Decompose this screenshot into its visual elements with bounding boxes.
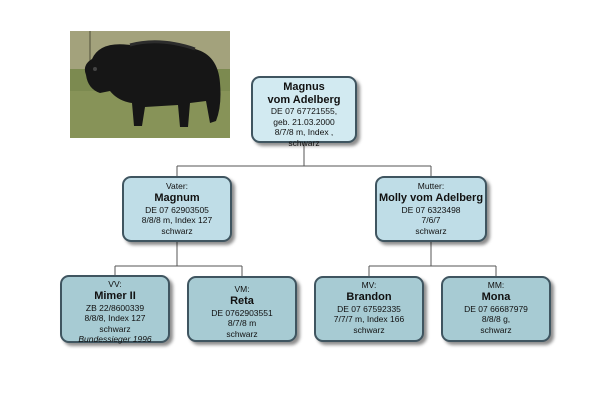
vm-label: VM: — [234, 284, 250, 294]
mm-name: Mona — [481, 290, 511, 303]
root-detail: geb. 21.03.2000 — [273, 116, 335, 127]
mother-detail: schwarz — [415, 225, 447, 236]
mm-detail: DE 07 66687979 — [464, 303, 528, 314]
father-name: Magnum — [154, 191, 200, 204]
root-name-line1: Magnus — [283, 81, 325, 93]
bull-photo-icon — [70, 31, 230, 138]
vv-label: VV: — [108, 279, 122, 289]
vm-detail: schwarz — [226, 328, 258, 339]
mm-detail: 8/8/8 g, — [481, 314, 511, 324]
mv-detail: schwarz — [353, 324, 385, 335]
mother-detail: DE 07 6323498 — [401, 204, 461, 215]
vv-name: Mimer II — [94, 289, 136, 302]
mother-label: Mutter: — [417, 181, 445, 191]
vm-detail: 8/7/8 m — [227, 318, 257, 328]
root-detail: 8/7/8 m, Index , — [274, 127, 334, 137]
node-father: Vater: Magnum DE 07 62903505 8/8/8 m, In… — [122, 176, 232, 242]
node-root-magnus: Magnus vom Adelberg DE 07 67721555, geb.… — [251, 76, 357, 148]
father-detail: DE 07 62903505 — [145, 204, 209, 215]
mv-detail: DE 07 67592335 — [337, 303, 401, 314]
father-detail: schwarz — [161, 225, 193, 236]
vv-award-note: Bundessieger 1996 — [78, 334, 152, 344]
mm-label: MM: — [487, 280, 505, 290]
bull-photo — [70, 31, 230, 138]
mother-name: Molly vom Adelberg — [378, 191, 484, 204]
node-paternal-grandfather: VV: Mimer II ZB 22/8600339 8/8/8, Index … — [60, 275, 170, 344]
mv-detail: 7/7/7 m, Index 166 — [333, 314, 405, 324]
node-paternal-grandmother: VM: Reta DE 0762903551 8/7/8 m schwarz — [187, 276, 297, 342]
root-detail: DE 07 67721555, — [270, 106, 338, 116]
father-detail: 8/8/8 m, Index 127 — [141, 215, 213, 225]
mm-detail: schwarz — [480, 324, 512, 335]
vv-detail: schwarz — [99, 323, 131, 334]
mv-name: Brandon — [346, 290, 392, 303]
vm-name: Reta — [230, 294, 254, 307]
node-mother: Mutter: Molly vom Adelberg DE 07 6323498… — [375, 176, 487, 242]
root-detail: schwarz — [288, 137, 320, 148]
vm-detail: DE 0762903551 — [211, 307, 273, 318]
root-name-line2: vom Adelberg — [267, 93, 341, 106]
mv-label: MV: — [361, 280, 377, 290]
mother-detail: 7/6/7 — [421, 215, 441, 225]
node-maternal-grandfather: MV: Brandon DE 07 67592335 7/7/7 m, Inde… — [314, 276, 424, 342]
node-maternal-grandmother: MM: Mona DE 07 66687979 8/8/8 g, schwarz — [441, 276, 551, 342]
vv-detail: ZB 22/8600339 — [85, 302, 145, 313]
vv-detail: 8/8/8, Index 127 — [84, 313, 146, 323]
father-label: Vater: — [165, 181, 189, 191]
